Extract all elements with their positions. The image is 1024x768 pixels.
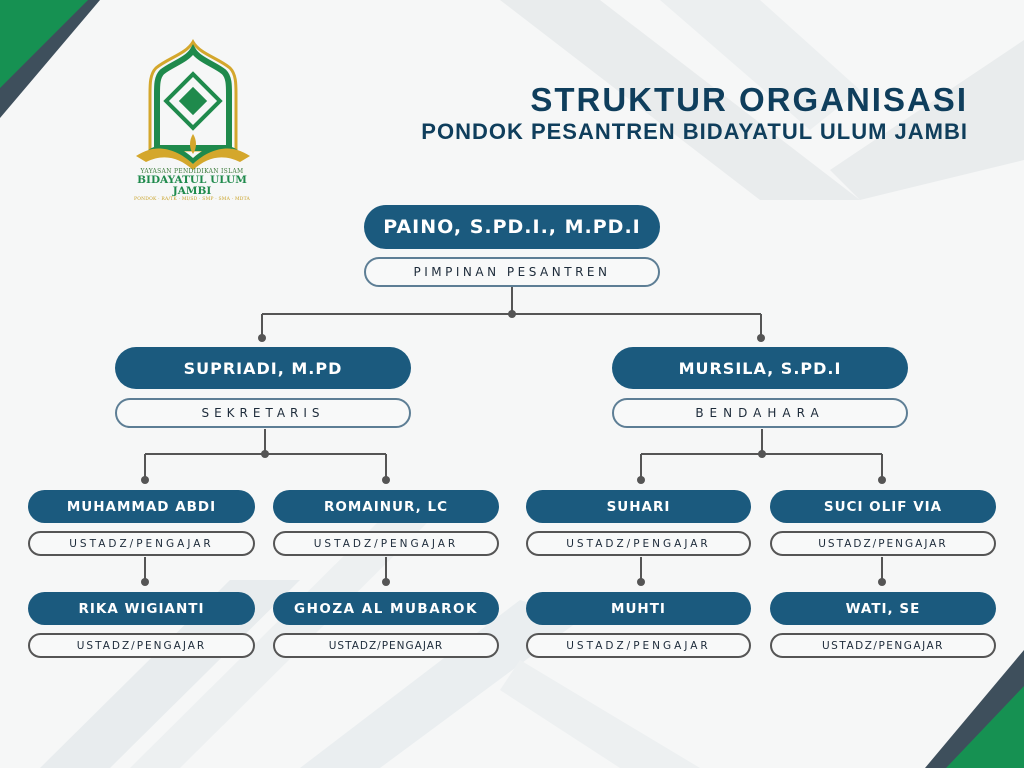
logo-line-2: BIDAYATUL ULUM JAMBI <box>137 174 247 197</box>
org-node-staff: ROMAINUR, LC USTADZ/PENGAJAR <box>273 490 499 558</box>
node-name: MUHTI <box>526 592 751 625</box>
node-name: MUHAMMAD ABDI <box>28 490 255 523</box>
node-name: PAINO, S.PD.I., M.PD.I <box>364 205 660 249</box>
node-role: USTADZ/PENGAJAR <box>28 531 255 556</box>
node-role: USTADZ/PENGAJAR <box>28 633 255 658</box>
org-node-treasurer: MURSILA, S.PD.I BENDAHARA <box>612 347 908 431</box>
node-role: USTADZ/PENGAJAR <box>526 633 751 658</box>
title-main: STRUKTUR ORGANISASI <box>530 81 968 118</box>
node-name: ROMAINUR, LC <box>273 490 499 523</box>
node-role: BENDAHARA <box>612 398 908 428</box>
org-node-staff: MUHTI USTADZ/PENGAJAR <box>526 592 751 660</box>
org-node-staff: WATI, SE USTADZ/PENGAJAR <box>770 592 996 660</box>
node-role: USTADZ/PENGAJAR <box>273 531 499 556</box>
bg-chevron <box>500 0 860 200</box>
org-node-staff: SUHARI USTADZ/PENGAJAR <box>526 490 751 558</box>
node-name: RIKA WIGIANTI <box>28 592 255 625</box>
bg-chevron <box>830 40 1024 200</box>
bg-chevron <box>660 0 860 130</box>
title-sub: PONDOK PESANTREN BIDAYATUL ULUM JAMBI <box>421 119 968 144</box>
corner-stripe-green <box>0 0 88 88</box>
node-name: SUHARI <box>526 490 751 523</box>
bg-chevron <box>300 600 580 768</box>
logo-caption: YAYASAN PENDIDIKAN ISLAM BIDAYATUL ULUM … <box>124 168 260 202</box>
node-role: SEKRETARIS <box>115 398 411 428</box>
node-name: WATI, SE <box>770 592 996 625</box>
org-node-leader: PAINO, S.PD.I., M.PD.I PIMPINAN PESANTRE… <box>364 205 660 289</box>
logo-line-1: YAYASAN PENDIDIKAN ISLAM <box>140 168 244 175</box>
org-node-staff: SUCI OLIF VIA USTADZ/PENGAJAR <box>770 490 996 558</box>
node-name: GHOZA AL MUBAROK <box>273 592 499 625</box>
node-role: USTADZ/PENGAJAR <box>770 531 996 556</box>
node-role: USTADZ/PENGAJAR <box>526 531 751 556</box>
node-role: USTADZ/PENGAJAR <box>770 633 996 658</box>
logo-line-3: PONDOK · RA/TK · MI/SD · SMP · SMA · MDT… <box>134 197 250 202</box>
bg-chevron <box>500 660 700 768</box>
org-node-staff: MUHAMMAD ABDI USTADZ/PENGAJAR <box>28 490 255 558</box>
node-name: SUCI OLIF VIA <box>770 490 996 523</box>
node-role: USTADZ/PENGAJAR <box>273 633 499 658</box>
org-node-staff: RIKA WIGIANTI USTADZ/PENGAJAR <box>28 592 255 660</box>
bg-chevron <box>40 580 300 768</box>
corner-stripe-green <box>946 686 1024 768</box>
node-name: MURSILA, S.PD.I <box>612 347 908 389</box>
page-title: STRUKTUR ORGANISASI PONDOK PESANTREN BID… <box>421 82 968 146</box>
org-node-secretary: SUPRIADI, M.PD SEKRETARIS <box>115 347 411 431</box>
node-role: PIMPINAN PESANTREN <box>364 257 660 287</box>
node-name: SUPRIADI, M.PD <box>115 347 411 389</box>
org-node-staff: GHOZA AL MUBAROK USTADZ/PENGAJAR <box>273 592 499 660</box>
school-logo <box>136 39 250 170</box>
